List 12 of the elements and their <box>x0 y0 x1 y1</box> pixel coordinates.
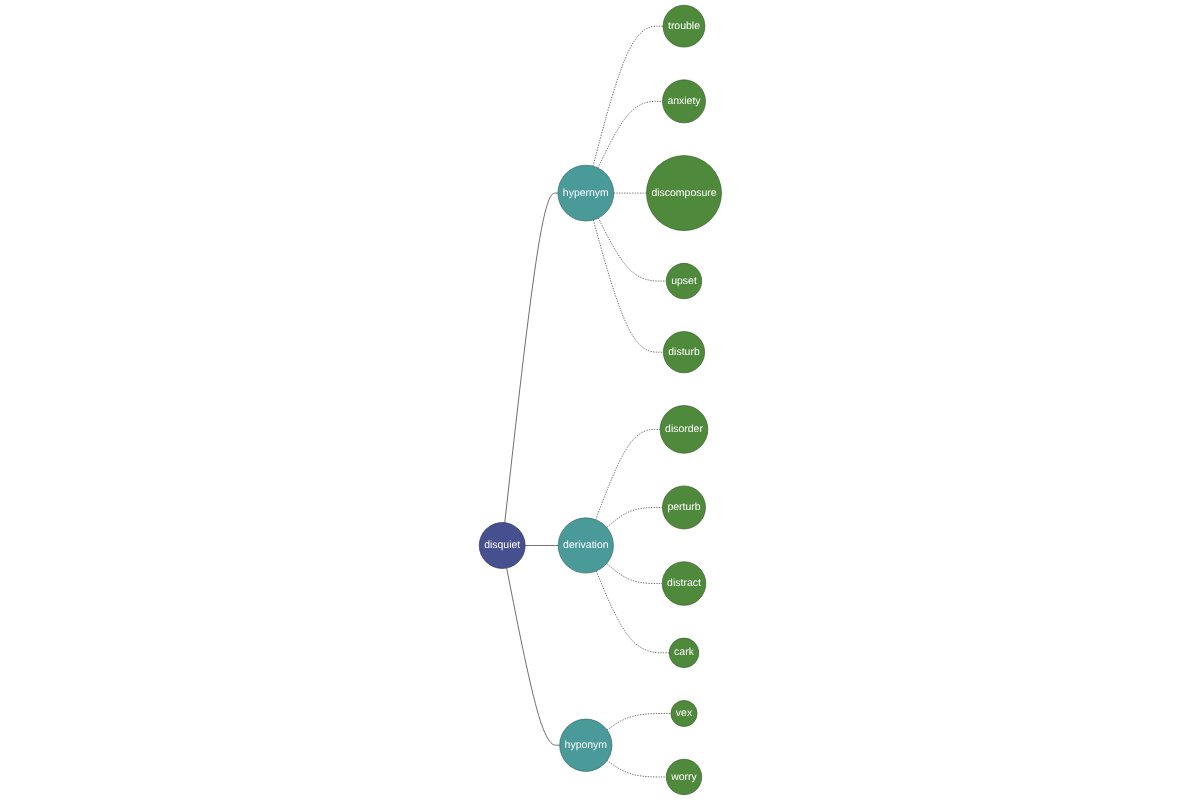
connector <box>606 507 663 528</box>
connector <box>504 192 558 524</box>
connector <box>606 563 663 584</box>
connector <box>505 567 560 746</box>
connector <box>606 713 671 731</box>
connector <box>592 219 664 353</box>
connector <box>597 101 663 169</box>
connector <box>524 545 559 546</box>
connector <box>592 25 663 167</box>
connector <box>595 570 670 654</box>
connector <box>613 192 647 194</box>
connector <box>597 217 667 282</box>
